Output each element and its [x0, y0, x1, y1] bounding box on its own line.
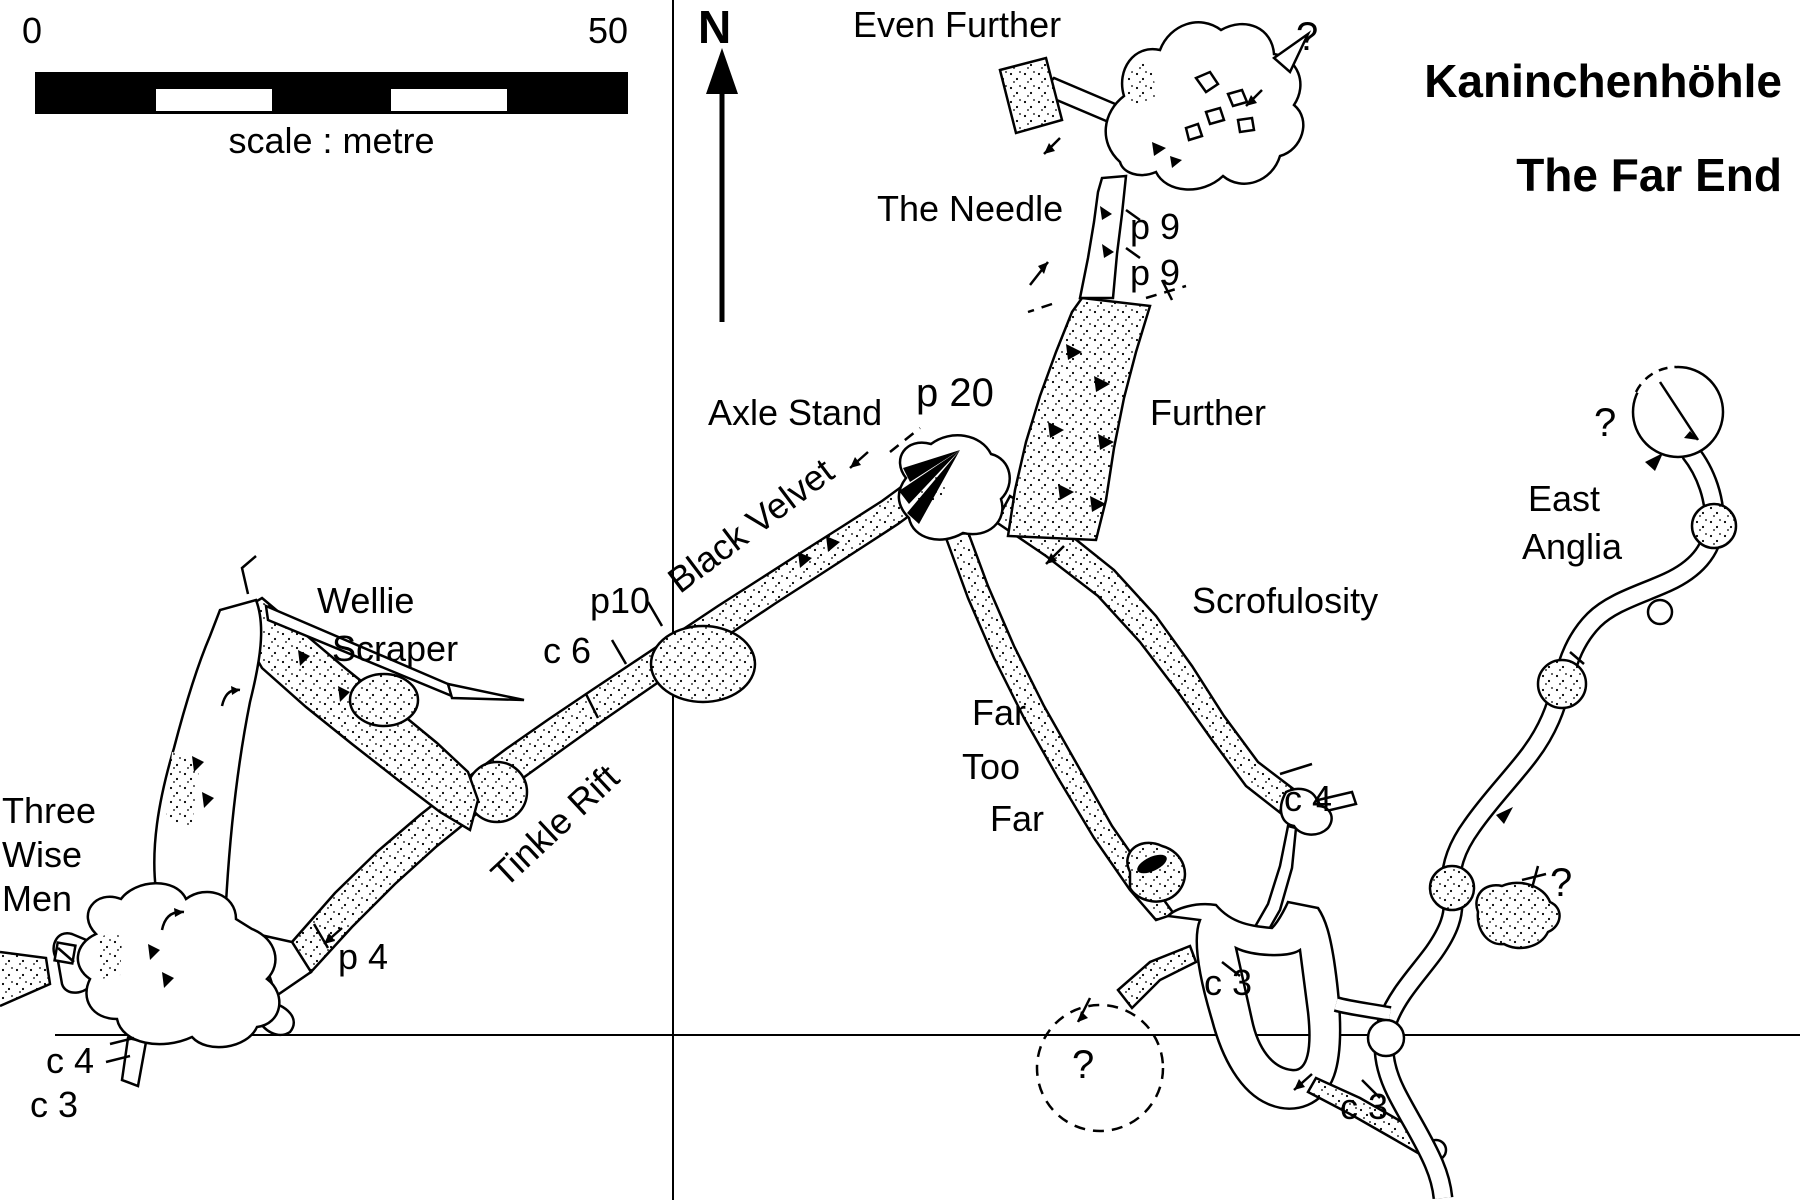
- marker-c3-west: c 3: [30, 1084, 79, 1125]
- marker-c4-west: c 4: [46, 1040, 95, 1081]
- marker-c3-mid: c 3: [1204, 962, 1253, 1003]
- scale-bar-cell: [391, 89, 510, 111]
- scale-bar-cell: [509, 89, 625, 111]
- passage-further: [1006, 279, 1187, 542]
- passage-triangle-spur: [264, 603, 525, 702]
- north-label: N: [698, 1, 732, 53]
- grid-lines: [55, 0, 1800, 1200]
- chamber-axle-stand: [798, 427, 1011, 568]
- label-further: Further: [1150, 392, 1267, 433]
- label-three-wise-line2: Wise: [2, 834, 82, 875]
- map-title-line2: The Far End: [1516, 149, 1782, 201]
- marker-c6: c 6: [543, 630, 592, 671]
- map-title-line1: Kaninchenhöhle: [1424, 55, 1782, 107]
- marker-question-even-further: ?: [1296, 15, 1319, 59]
- scale-bar-cells: [38, 89, 625, 111]
- label-even-further: Even Further: [853, 4, 1062, 45]
- label-east-anglia-line1: East: [1528, 478, 1601, 519]
- label-east-anglia-line2: Anglia: [1522, 526, 1623, 567]
- scale-bar-cell: [38, 89, 156, 111]
- marker-p9-lower: p 9: [1130, 252, 1181, 293]
- chamber-even-further: [998, 21, 1312, 191]
- scale-start-value: 0: [22, 10, 43, 51]
- marker-p10: p10: [590, 580, 651, 621]
- passage-tinkle-rift-black-velvet: [290, 480, 926, 975]
- marker-question-east: ?: [1550, 861, 1573, 905]
- north-arrow: [706, 48, 738, 322]
- label-wellie-line1: Wellie: [317, 580, 415, 621]
- scale-bar-cell: [155, 89, 274, 111]
- label-far-line3: Far: [990, 798, 1044, 839]
- chamber-three-wise-men: [0, 650, 350, 1088]
- label-the-needle: The Needle: [877, 188, 1064, 229]
- marker-p20: p 20: [916, 371, 994, 415]
- label-axle-stand: Axle Stand: [708, 392, 883, 433]
- label-three-wise-line3: Men: [2, 878, 73, 919]
- passage-scrofulosity: [994, 494, 1302, 825]
- label-three-wise-line1: Three: [2, 790, 97, 831]
- label-scrofulosity: Scrofulosity: [1192, 580, 1379, 621]
- label-wellie-line2: Scraper: [332, 628, 459, 669]
- passage-left-loop: [153, 555, 263, 913]
- passage-the-needle: [1029, 174, 1141, 300]
- passage-east-anglia: [1333, 363, 1738, 1200]
- marker-question-bottom: ?: [1072, 1043, 1095, 1087]
- label-far-line2: Too: [962, 746, 1021, 787]
- scale-caption: scale : metre: [228, 120, 435, 161]
- scale-bar: [35, 72, 628, 114]
- scale-bar-stripe: [38, 75, 625, 89]
- scale-end-value: 50: [588, 10, 629, 51]
- marker-c3-east: c 3: [1340, 1086, 1389, 1127]
- marker-question-east-anglia: ?: [1594, 401, 1617, 445]
- survey-ticks: [105, 545, 1381, 1099]
- marker-p9-upper: p 9: [1130, 206, 1181, 247]
- marker-p4: p 4: [338, 936, 389, 977]
- marker-c4-east: c 4: [1284, 778, 1333, 819]
- junction-bottom-ring: [1035, 900, 1448, 1162]
- scale-bar-cell: [273, 89, 392, 111]
- label-far-line1: Far: [972, 692, 1026, 733]
